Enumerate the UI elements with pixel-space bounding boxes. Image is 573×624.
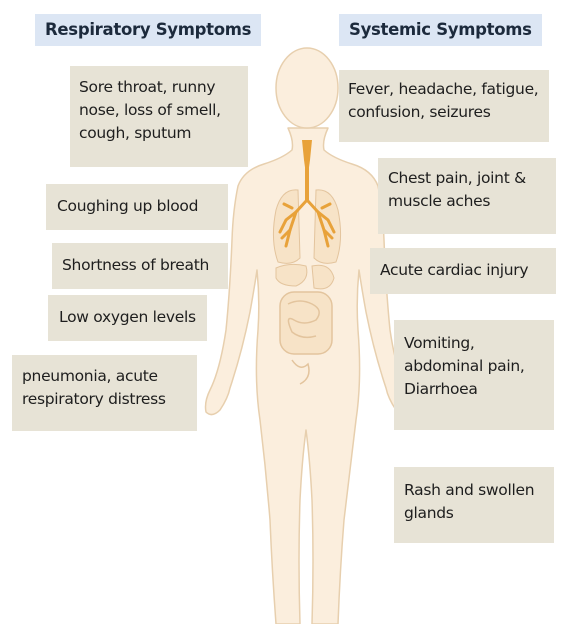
symptom-line: glands <box>404 502 554 525</box>
symptom-box-low-oxygen: Low oxygen levels <box>48 295 207 341</box>
symptom-box-cardiac: Acute cardiac injury <box>370 248 556 294</box>
symptom-line: Vomiting, <box>404 332 554 355</box>
symptom-line: respiratory distress <box>22 388 197 411</box>
liver <box>276 264 307 286</box>
respiratory-symptoms-header: Respiratory Symptoms <box>35 14 261 46</box>
symptom-line: pneumonia, acute <box>22 365 197 388</box>
symptom-box-sore-throat: Sore throat, runny nose, loss of smell, … <box>70 66 248 167</box>
symptom-line: abdominal pain, <box>404 355 554 378</box>
symptom-line: confusion, seizures <box>348 101 549 124</box>
symptom-line: Chest pain, joint & <box>388 167 556 190</box>
symptom-box-shortness-breath: Shortness of breath <box>52 243 228 289</box>
symptom-box-coughing-blood: Coughing up blood <box>46 184 228 230</box>
symptom-line: Rash and swollen <box>404 479 554 502</box>
symptom-line: muscle aches <box>388 190 556 213</box>
head <box>276 48 338 128</box>
symptom-line: Low oxygen levels <box>59 306 207 329</box>
symptom-line: Coughing up blood <box>57 195 228 218</box>
symptom-line: Acute cardiac injury <box>380 259 556 282</box>
symptom-line: cough, sputum <box>79 122 248 145</box>
symptom-line: Diarrhoea <box>404 378 554 401</box>
symptom-box-chest-pain: Chest pain, joint & muscle aches <box>378 158 556 234</box>
symptom-box-vomiting: Vomiting, abdominal pain, Diarrhoea <box>394 320 554 430</box>
symptom-box-pneumonia: pneumonia, acute respiratory distress <box>12 355 197 431</box>
symptom-line: Sore throat, runny <box>79 76 248 99</box>
systemic-symptoms-header: Systemic Symptoms <box>339 14 542 46</box>
symptom-box-rash: Rash and swollen glands <box>394 467 554 543</box>
symptom-line: nose, loss of smell, <box>79 99 248 122</box>
symptom-line: Shortness of breath <box>62 254 228 277</box>
symptom-line: Fever, headache, fatigue, <box>348 78 549 101</box>
symptom-box-fever: Fever, headache, fatigue, confusion, sei… <box>339 70 549 142</box>
